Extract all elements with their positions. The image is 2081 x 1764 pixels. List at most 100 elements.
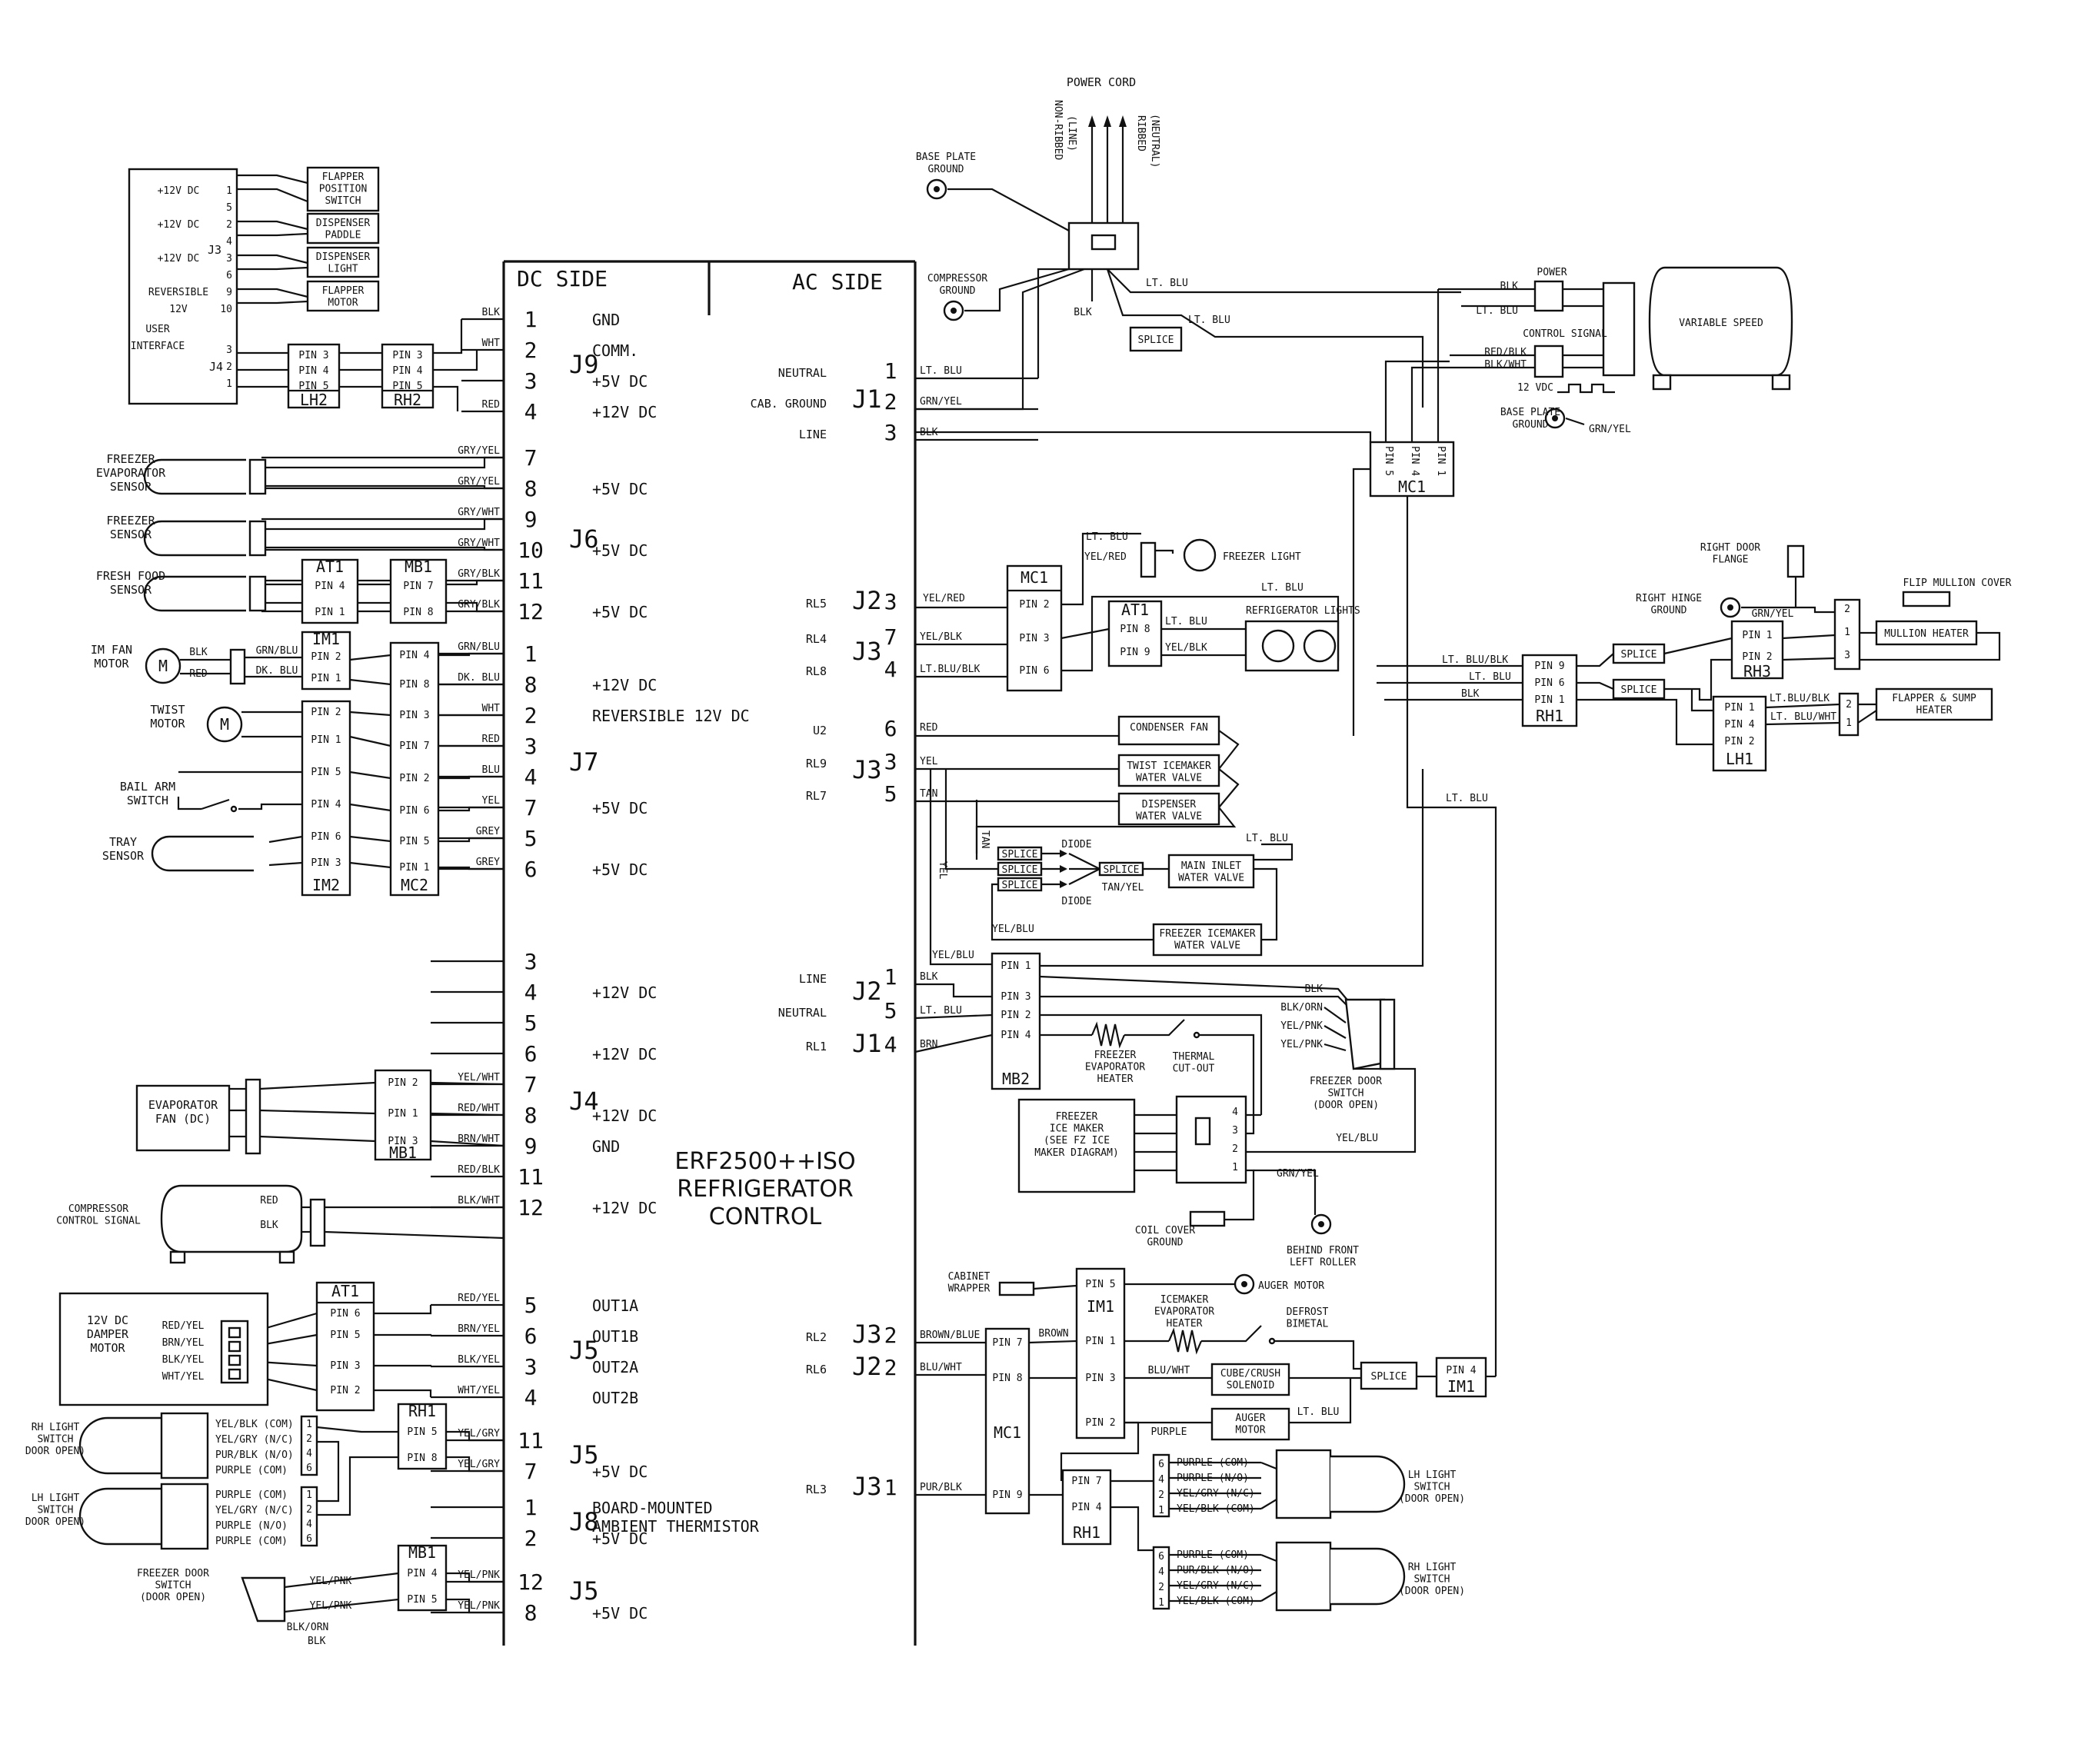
lh2-pin: PIN 3 (298, 350, 328, 361)
connector-id: J9 (569, 350, 599, 379)
pin-number: 7 (524, 1459, 538, 1484)
ui-row-pin: 6 (226, 270, 232, 281)
lh1-wire (1690, 689, 1713, 712)
yel-blu-feed (929, 769, 992, 966)
cutout-contact-point (1193, 1031, 1200, 1039)
flapper-sump-heater (1875, 687, 1993, 721)
fd-wire (1324, 1043, 1347, 1052)
rh1-wire (316, 1426, 398, 1433)
pin-number: 4 (524, 980, 538, 1005)
light-switch-housing (160, 1412, 209, 1479)
u2-relay: U2 (813, 724, 827, 737)
ice-yel-blu-label: YEL/BLU (1336, 1133, 1378, 1144)
mc1-lower-name: MC1 (994, 1423, 1021, 1442)
j1-top-pin-number: 3 (884, 420, 897, 445)
rh2-pin: PIN 3 (392, 350, 422, 361)
valve-neutral (1254, 867, 1278, 941)
defrost-wire (1274, 1340, 1361, 1370)
im1-name: IM1 (312, 630, 340, 648)
im2-connector (301, 700, 351, 897)
wire-color: YEL/GRY (458, 1428, 500, 1439)
ui-wire (237, 174, 308, 185)
pin-function: REVERSIBLE 12V DC (592, 707, 750, 725)
evap-fan-wire (259, 1109, 376, 1115)
im1-lower-connector (1075, 1267, 1126, 1439)
lower-switch-plug-pin: 2 (1158, 1582, 1164, 1593)
comp-vdc: 12 VDC (1517, 382, 1553, 394)
valve-lt-blu (1254, 843, 1294, 861)
lower-switch-plug-pin: 4 (1158, 1474, 1164, 1486)
switch-plug-pin: 1 (306, 1489, 312, 1501)
freezer-door-switch-left (241, 1576, 286, 1623)
wire-color: RED/BLK (458, 1164, 500, 1176)
j1-top-pin-number: 1 (884, 358, 897, 384)
lt-blu-wire (1106, 268, 1424, 408)
splice-label: SPLICE (1621, 684, 1657, 696)
rh1-name: RH1 (408, 1402, 436, 1420)
switch-plug-pin: 2 (306, 1504, 312, 1516)
diode-label: DIODE (1061, 839, 1091, 850)
ribbed-label: RIBBED (1135, 115, 1147, 151)
blk-label: BLK (1500, 281, 1519, 292)
mc2-pin: PIN 5 (399, 836, 429, 847)
splice-box (997, 877, 1043, 892)
ui-row-label: +12V DC (158, 185, 200, 197)
connector-id: J8 (569, 1507, 599, 1536)
flapper-wire-label: LT.BLU/BLK (1770, 693, 1830, 704)
comp-title: VARIABLE SPEED (1679, 318, 1763, 329)
im2-pin: PIN 1 (311, 734, 341, 746)
comp-power-plug (1533, 280, 1564, 312)
bail-wire (238, 803, 302, 810)
compressor-body (160, 1184, 303, 1253)
rh1-pin: PIN 9 (1534, 661, 1564, 672)
lh1-pin: PIN 4 (1724, 719, 1754, 731)
ac-wire-color: YEL (920, 756, 938, 767)
mc1-wire (1384, 360, 1450, 442)
ac-wire-color: BLK (920, 427, 938, 438)
brown-label: BROWN (1038, 1328, 1068, 1340)
connector-id: J5 (569, 1576, 599, 1606)
lower-switch-wire: YEL/GRY (N/C) (1177, 1580, 1255, 1592)
pin-number: 8 (524, 672, 538, 697)
diode-lead (1068, 868, 1100, 885)
ribbed-sub: (NEUTRAL) (1149, 114, 1160, 168)
non-ribbed-sub: (LINE) (1066, 115, 1077, 151)
fd-wire-label: YEL/PNK (310, 1600, 352, 1612)
roller-ground-wire (1254, 1169, 1317, 1215)
cutout-contact (1124, 1019, 1185, 1037)
rh2-connector (381, 343, 435, 409)
lt-blu-label: LT. BLU (1246, 833, 1288, 844)
pin-number: 6 (524, 1323, 538, 1349)
pin-number: 8 (524, 1103, 538, 1128)
rh3-name: RH3 (1743, 662, 1771, 681)
damper-wire-label: BLK/YEL (162, 1354, 205, 1366)
lh1-pin: PIN 1 (1724, 702, 1754, 714)
user-interface-box (128, 168, 238, 405)
lt-blu-long (1406, 496, 1497, 1376)
mc2-pin: PIN 4 (399, 650, 429, 661)
auger-motor-ground-label: AUGER MOTOR (1258, 1280, 1324, 1292)
j1-lower-pin-number: 4 (884, 1032, 897, 1057)
j1-top-id: J1 (852, 384, 882, 414)
load-jumper (1218, 768, 1240, 808)
lower-switch-body (1330, 1547, 1406, 1606)
lower-switch-wire: YEL/BLK (COM) (1177, 1596, 1255, 1607)
comp-ground-wire (964, 268, 1070, 312)
rh1-bridge-wire (317, 1440, 340, 1503)
lower-switch-housing (1275, 1541, 1332, 1612)
mb2-pin: PIN 1 (1001, 960, 1031, 972)
im2-mc2-wire (349, 835, 391, 843)
comp-wire (324, 1230, 504, 1240)
evap-fan-board-wire (430, 1081, 504, 1086)
ui-row-pin: 2 (226, 219, 232, 231)
lt-blu-label: LT. BLU (1261, 582, 1304, 594)
grn-yel-label: GRN/YEL (1752, 608, 1794, 620)
tan-label: TAN (979, 830, 991, 848)
evap-fan-board-wire (430, 1140, 504, 1147)
pin-function: OUT2B (592, 1389, 638, 1407)
rh1-pin: PIN 8 (407, 1453, 437, 1464)
